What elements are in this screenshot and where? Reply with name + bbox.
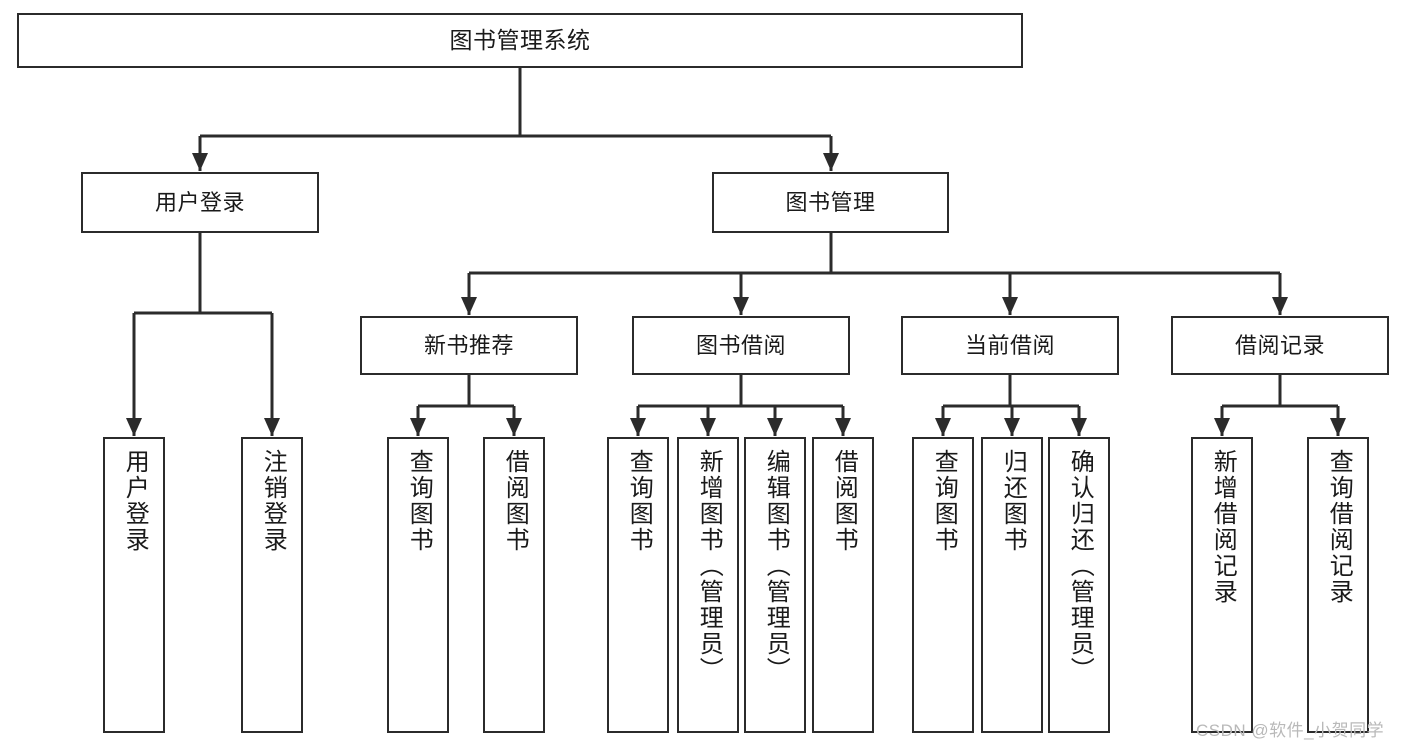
node-leaf-query-book-cur[interactable]: 查询图书 bbox=[912, 437, 974, 733]
node-user-login-label: 用户登录 bbox=[154, 189, 245, 215]
node-leaf-edit-book[interactable]: 编辑图书（管理员） bbox=[744, 437, 806, 733]
watermark: CSDN @软件_小贺同学 bbox=[1196, 721, 1385, 740]
node-user-login[interactable]: 用户登录 bbox=[81, 172, 319, 233]
node-book-borrow-label: 图书借阅 bbox=[695, 332, 786, 358]
node-book-manage[interactable]: 图书管理 bbox=[712, 172, 949, 233]
node-new-book-recommend-label: 新书推荐 bbox=[423, 332, 514, 358]
node-root-label: 图书管理系统 bbox=[449, 26, 591, 53]
node-leaf-return-book-label: 归还图书 bbox=[999, 449, 1027, 553]
node-leaf-add-book[interactable]: 新增图书（管理员） bbox=[677, 437, 739, 733]
node-borrow-record[interactable]: 借阅记录 bbox=[1171, 316, 1389, 375]
node-current-borrow-label: 当前借阅 bbox=[964, 332, 1055, 358]
node-leaf-borrow-book-brw-label: 借阅图书 bbox=[830, 449, 858, 553]
node-book-borrow[interactable]: 图书借阅 bbox=[632, 316, 850, 375]
node-leaf-borrow-book-rec[interactable]: 借阅图书 bbox=[483, 437, 545, 733]
node-leaf-add-book-label: 新增图书（管理员） bbox=[695, 449, 723, 683]
node-leaf-user-login[interactable]: 用户登录 bbox=[103, 437, 165, 733]
node-leaf-confirm-return-label: 确认归还（管理员） bbox=[1066, 449, 1094, 683]
node-leaf-logout-label: 注销登录 bbox=[259, 449, 287, 553]
node-leaf-add-record-label: 新增借阅记录 bbox=[1209, 449, 1237, 605]
node-leaf-query-book-brw-label: 查询图书 bbox=[625, 449, 653, 553]
node-leaf-query-book-brw[interactable]: 查询图书 bbox=[607, 437, 669, 733]
node-current-borrow[interactable]: 当前借阅 bbox=[901, 316, 1119, 375]
node-leaf-logout[interactable]: 注销登录 bbox=[241, 437, 303, 733]
node-leaf-user-login-label: 用户登录 bbox=[121, 449, 149, 553]
node-borrow-record-label: 借阅记录 bbox=[1234, 332, 1325, 358]
node-leaf-borrow-book-brw[interactable]: 借阅图书 bbox=[812, 437, 874, 733]
node-leaf-borrow-book-rec-label: 借阅图书 bbox=[501, 449, 529, 553]
node-new-book-recommend[interactable]: 新书推荐 bbox=[360, 316, 578, 375]
node-leaf-query-book-rec-label: 查询图书 bbox=[405, 449, 433, 553]
node-leaf-query-book-cur-label: 查询图书 bbox=[930, 449, 958, 553]
node-leaf-query-record-label: 查询借阅记录 bbox=[1325, 449, 1353, 605]
node-leaf-query-record[interactable]: 查询借阅记录 bbox=[1307, 437, 1369, 733]
node-leaf-edit-book-label: 编辑图书（管理员） bbox=[762, 449, 790, 683]
node-leaf-query-book-rec[interactable]: 查询图书 bbox=[387, 437, 449, 733]
node-leaf-add-record[interactable]: 新增借阅记录 bbox=[1191, 437, 1253, 733]
node-leaf-return-book[interactable]: 归还图书 bbox=[981, 437, 1043, 733]
node-book-manage-label: 图书管理 bbox=[785, 189, 876, 215]
node-leaf-confirm-return[interactable]: 确认归还（管理员） bbox=[1048, 437, 1110, 733]
node-root[interactable]: 图书管理系统 bbox=[17, 13, 1023, 68]
